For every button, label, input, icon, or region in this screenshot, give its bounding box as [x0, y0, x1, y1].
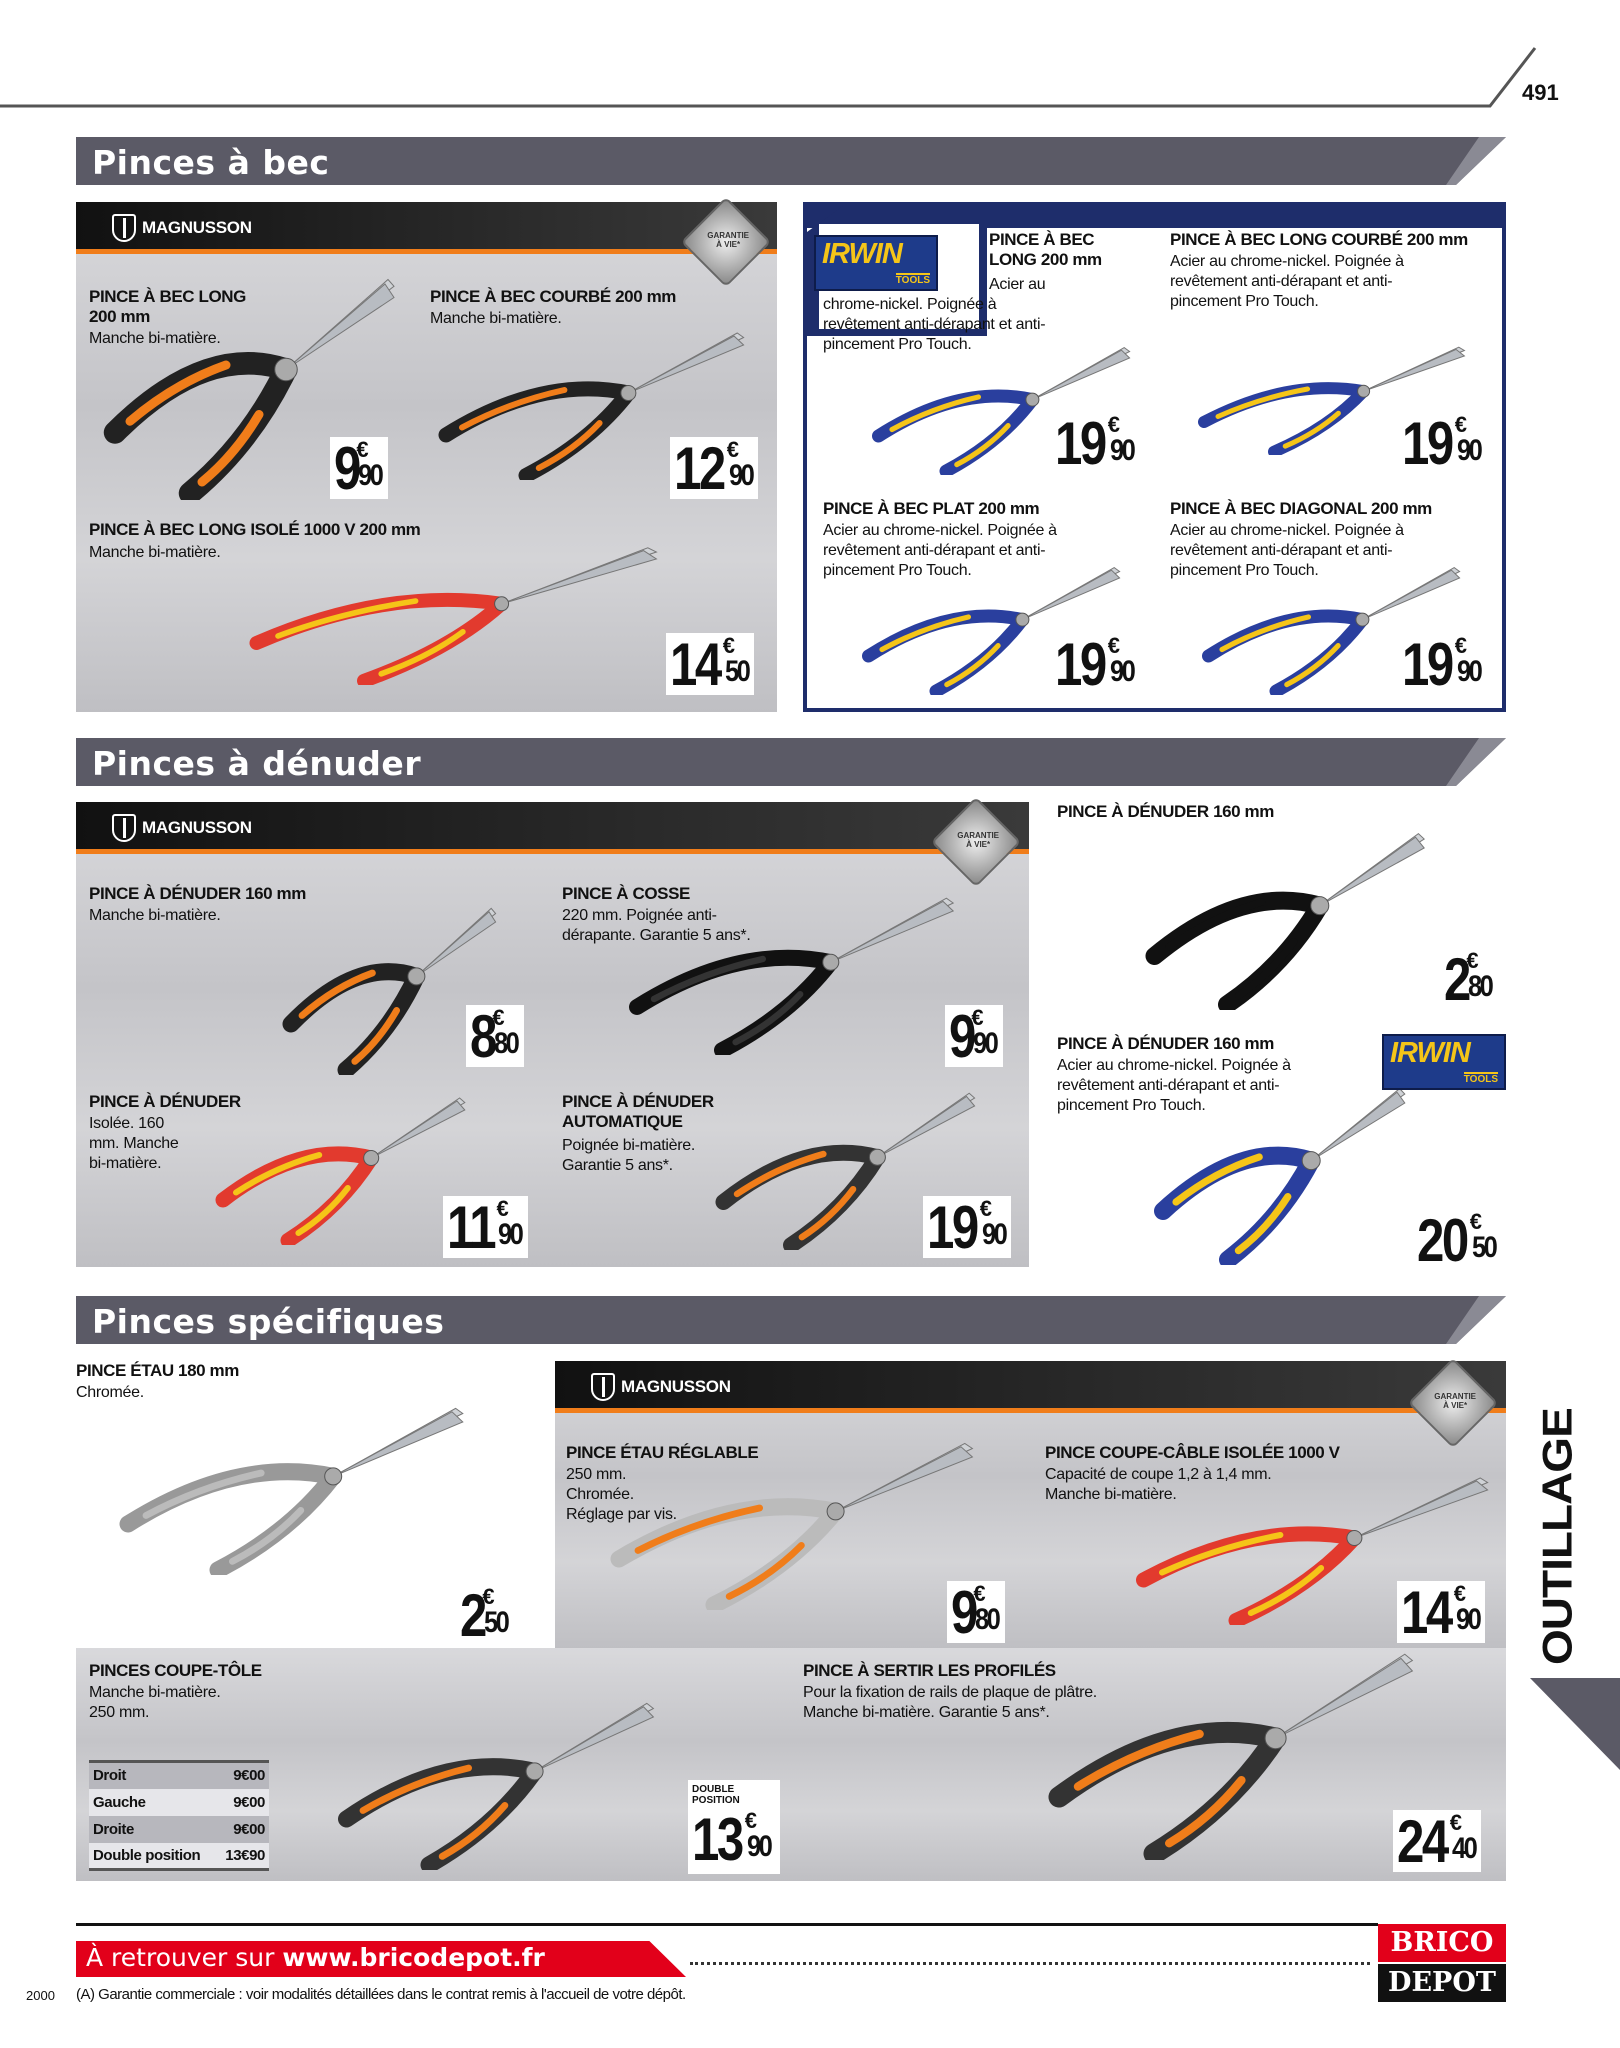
price-tag: 9€90 [945, 1005, 1003, 1067]
adjustable-locking-pliers-image [600, 1440, 980, 1615]
product-desc: Acier au chrome-nickel. Poignée à revête… [1170, 522, 1404, 579]
wire-stripper-image [1140, 830, 1430, 1015]
price-tag: 14€90 [1397, 1581, 1486, 1643]
product-title: PINCE À DÉNUDER [89, 1092, 241, 1111]
double-position-label: DOUBLE POSITION [692, 1784, 740, 1806]
magnusson-logo: MAGNUSSON [112, 814, 252, 842]
product-desc: Acier au chrome-nickel. Poignée à revête… [1170, 253, 1404, 310]
product-desc: 250 mm. Chromée. Réglage par vis. [566, 1466, 677, 1523]
magnusson-panel-1: MAGNUSSON GARANTIE À VIE* [76, 196, 777, 712]
price-tag: 12€90 [670, 437, 759, 499]
bent-nose-pliers-image [430, 330, 750, 485]
insulated-wire-stripper-image [210, 1095, 470, 1250]
page-ref: 2000 [26, 1988, 55, 2003]
product-desc: 220 mm. Poignée anti-dérapante. Garantie… [562, 907, 751, 944]
product-title: PINCE À BEC DIAGONAL 200 mm [1170, 499, 1432, 518]
side-tab-outillage: OUTILLAGE [1533, 1408, 1581, 1665]
product-desc: Pour la fixation de rails de plaque de p… [803, 1684, 1097, 1721]
product-title: PINCE À BEC LONG 200 mm [89, 287, 247, 326]
website-banner[interactable]: À retrouver sur www.bricodepot.fr [76, 1941, 686, 1977]
tin-snips-image [330, 1700, 660, 1875]
footer-rule [76, 1923, 1378, 1926]
irwin-long-nose-pliers-image [865, 345, 1135, 480]
page-number: 491 [1522, 80, 1559, 105]
product-desc: Acier au chrome-nickel. Poignée à revête… [823, 276, 1046, 353]
price-tag: 19€90 [1051, 633, 1140, 695]
product-title: PINCE À BEC PLAT 200 mm [823, 499, 1040, 518]
product-desc: Acier au chrome-nickel. Poignée à revête… [823, 522, 1057, 579]
bricodepot-logo: BRICO DEPOT [1378, 1924, 1506, 2002]
section-header-pinces-a-denuder: Pinces à dénuder [76, 738, 1506, 786]
automatic-wire-stripper-image [710, 1090, 980, 1255]
product-desc: Manche bi-matière. [89, 907, 221, 924]
product-title: PINCE COUPE-CÂBLE ISOLÉE 1000 V [1045, 1443, 1340, 1462]
product-desc: Capacité de coupe 1,2 à 1,4 mm. Manche b… [1045, 1466, 1272, 1503]
product-title: PINCE À BEC LONG ISOLÉ 1000 V 200 mm [89, 520, 421, 539]
top-rule [0, 47, 1537, 108]
product-desc: Manche bi-matière. [89, 330, 221, 347]
product-title: PINCE À SERTIR LES PROFILÉS [803, 1661, 1056, 1680]
magnusson-logo: MAGNUSSON [591, 1373, 731, 1401]
magnusson-logo: MAGNUSSON [112, 214, 252, 242]
double-position-price: DOUBLE POSITION 13€90 [688, 1780, 780, 1874]
product-desc: Manche bi-matière. [430, 310, 562, 327]
product-desc: Chromée. [76, 1384, 144, 1401]
price-tag: 9€90 [330, 437, 388, 499]
dotted-rule [690, 1962, 1370, 1965]
product-title: PINCE À DÉNUDER 160 mm [1057, 1034, 1274, 1053]
price-tag: 24€40 [1393, 1810, 1482, 1872]
product-title: PINCE À BEC COURBÉ 200 mm [430, 287, 677, 306]
price-tag: 19€90 [923, 1196, 1012, 1258]
price-tag: 14€50 [666, 633, 755, 695]
price-tag: 13€90 [688, 1810, 777, 1872]
irwin-flat-nose-pliers-image [855, 565, 1125, 700]
cable-cutter-image [1125, 1475, 1495, 1630]
product-title: PINCE À DÉNUDER AUTOMATIQUE [562, 1092, 714, 1131]
product-title: PINCE À BEC LONG 200 mm [989, 230, 1102, 269]
product-desc: Manche bi-matière. [89, 544, 221, 561]
section-header-pinces-a-bec: Pinces à bec [76, 137, 1506, 185]
side-tab-triangle [1530, 1678, 1620, 1770]
product-title: PINCE ÉTAU 180 mm [76, 1361, 239, 1380]
irwin-wire-stripper-image [1150, 1085, 1410, 1270]
product-title: PINCE À COSSE [562, 884, 690, 903]
product-desc: Acier au chrome-nickel. Poignée à revête… [1057, 1057, 1291, 1114]
product-desc: Isolée. 160 mm. Manche bi-matière. [89, 1115, 179, 1172]
price-tag: 11€90 [443, 1196, 528, 1258]
guarantee-note: (A) Garantie commerciale : voir modalité… [76, 1986, 686, 2003]
price-tag: 8€80 [466, 1005, 524, 1067]
magnusson-panel-3: MAGNUSSON GARANTIE À VIE* [555, 1357, 1506, 1648]
locking-pliers-image [110, 1405, 470, 1580]
irwin-diagonal-cutter-image [1195, 565, 1465, 700]
wire-stripper-image [280, 905, 500, 1080]
stud-crimper-image [1040, 1650, 1420, 1865]
product-title: PINCES COUPE-TÔLE [89, 1661, 262, 1680]
price-tag: 19€90 [1398, 633, 1487, 695]
price-tag: 19€90 [1398, 412, 1487, 474]
insulated-pliers-image [235, 545, 665, 690]
product-desc: Poignée bi-matière. Garantie 5 ans*. [562, 1137, 696, 1174]
product-title: PINCE À DÉNUDER 160 mm [89, 884, 306, 903]
product-title: PINCE ÉTAU RÉGLABLE [566, 1443, 759, 1462]
price-tag: 2€80 [1440, 948, 1498, 1010]
crimping-tool-image [620, 895, 960, 1060]
price-tag: 2€50 [456, 1584, 514, 1646]
product-title: PINCE À BEC LONG COURBÉ 200 mm [1170, 230, 1468, 249]
product-desc: Manche bi-matière. 250 mm. [89, 1684, 221, 1721]
price-tag: 20€50 [1413, 1209, 1502, 1271]
product-title: PINCE À DÉNUDER 160 mm [1057, 802, 1274, 821]
irwin-bent-nose-pliers-image [1190, 345, 1470, 460]
section-header-pinces-specifiques: Pinces spécifiques [76, 1296, 1506, 1344]
price-tag: 19€90 [1051, 412, 1140, 474]
long-nose-pliers-image [100, 275, 400, 505]
price-tag: 9€80 [947, 1581, 1005, 1643]
